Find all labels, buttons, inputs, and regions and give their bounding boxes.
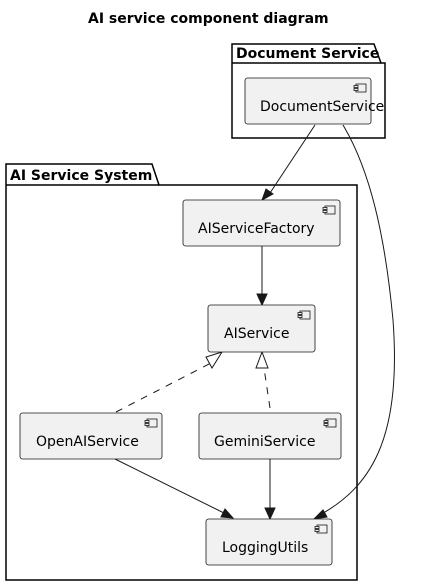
component-icon bbox=[146, 418, 158, 428]
package-ai-service-system-frame bbox=[5, 163, 358, 581]
component-icon-tab-top bbox=[314, 526, 320, 529]
component-loggingutils-box bbox=[205, 518, 333, 566]
component-icon-tab-top bbox=[353, 85, 359, 88]
component-aiservice: AIService bbox=[207, 304, 316, 353]
component-documentservice-label: DocumentService bbox=[260, 99, 384, 115]
component-loggingutils-label: LoggingUtils bbox=[222, 540, 308, 556]
diagram-title: AI service component diagram bbox=[88, 11, 329, 27]
component-aiservicefactory-label: AIServiceFactory bbox=[198, 221, 315, 237]
arrowhead-aiservice bbox=[256, 293, 268, 307]
arrowhead-loggingutils-from-openai bbox=[220, 508, 235, 519]
component-icon-tab-bottom bbox=[297, 315, 303, 318]
component-icon bbox=[325, 418, 337, 428]
component-icon-tab-top bbox=[322, 207, 328, 210]
component-icon bbox=[316, 524, 328, 534]
realization-triangle-openai bbox=[205, 351, 224, 369]
component-aiservice-box bbox=[207, 304, 316, 353]
component-geminiservice: GeminiService bbox=[198, 412, 342, 460]
component-icon-tab-bottom bbox=[314, 529, 320, 532]
component-documentservice: DocumentService bbox=[244, 77, 384, 125]
edge-openaiservice-to-loggingutils bbox=[114, 458, 229, 516]
component-documentservice-box bbox=[244, 77, 372, 125]
realization-triangle-gemini bbox=[255, 350, 269, 369]
component-geminiservice-box bbox=[198, 412, 342, 460]
component-openaiservice: OpenAIService bbox=[19, 412, 163, 460]
package-document-service-label: Document Service bbox=[236, 46, 379, 62]
component-aiservice-label: AIService bbox=[224, 326, 289, 342]
component-icon-tab-top bbox=[144, 420, 150, 423]
component-loggingutils: LoggingUtils bbox=[205, 518, 333, 566]
component-geminiservice-label: GeminiService bbox=[214, 434, 316, 450]
component-icon bbox=[355, 83, 367, 93]
package-ai-service-system: AI Service System bbox=[5, 163, 358, 581]
component-aiservicefactory-box bbox=[182, 199, 341, 247]
arrowhead-aiservicefactory bbox=[261, 188, 274, 202]
component-icon bbox=[299, 310, 311, 320]
edge-documentservice-to-loggingutils bbox=[317, 124, 395, 517]
component-icon-tab-bottom bbox=[144, 423, 150, 426]
component-aiservicefactory: AIServiceFactory bbox=[182, 199, 341, 247]
edge-geminiservice-realizes-aiservice bbox=[263, 367, 271, 409]
arrowhead-loggingutils-from-documentservice bbox=[312, 509, 328, 520]
component-icon-tab-bottom bbox=[323, 423, 329, 426]
edge-documentservice-to-aiservicefactory bbox=[267, 124, 316, 197]
arrowhead-loggingutils-from-gemini bbox=[264, 507, 276, 521]
component-openaiservice-label: OpenAIService bbox=[36, 434, 139, 450]
edges bbox=[114, 124, 395, 521]
component-openaiservice-box bbox=[19, 412, 163, 460]
component-icon-tab-bottom bbox=[353, 88, 359, 91]
component-icon-tab-bottom bbox=[322, 210, 328, 213]
package-ai-service-system-label: AI Service System bbox=[10, 168, 152, 184]
component-icon-tab-top bbox=[297, 312, 303, 315]
component-icon-tab-top bbox=[323, 420, 329, 423]
component-icon bbox=[324, 205, 336, 215]
edge-openaiservice-realizes-aiservice bbox=[115, 362, 212, 413]
